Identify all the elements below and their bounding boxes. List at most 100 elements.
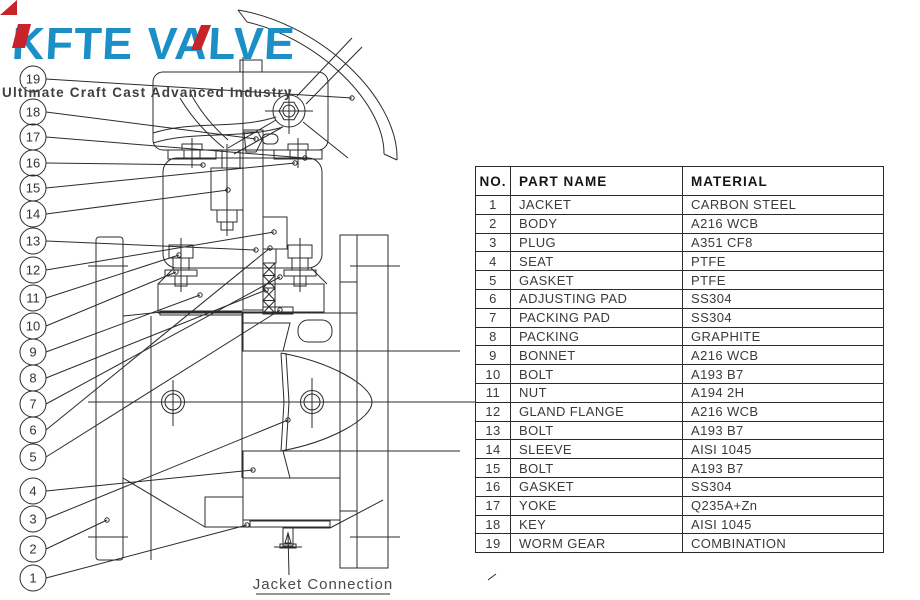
header-material: MATERIAL: [682, 166, 884, 196]
cell-no: 4: [475, 251, 511, 272]
body-bottom: [122, 477, 341, 528]
callout-number: 2: [29, 542, 36, 557]
callout-3: 3: [19, 505, 47, 533]
jacket-connection-label: Jacket Connection: [253, 531, 392, 595]
callout-number: 4: [29, 484, 36, 499]
cell-material: SS304: [682, 307, 884, 328]
callout-19: 19: [19, 65, 47, 93]
cell-part: WORM GEAR: [510, 533, 683, 554]
callout-10: 10: [19, 312, 47, 340]
cell-material: AISI 1045: [682, 514, 884, 535]
cell-no: 2: [475, 213, 511, 234]
cell-no: 1: [475, 195, 511, 215]
cell-part: GLAND FLANGE: [510, 401, 683, 422]
worm-gear-housing: [152, 57, 329, 152]
cell-material: CARBON STEEL: [682, 195, 884, 215]
cell-no: 10: [475, 364, 511, 384]
cell-material: A193 B7: [682, 364, 884, 384]
callout-4: 4: [19, 477, 47, 505]
cell-material: A351 CF8: [682, 232, 884, 253]
header-no: NO.: [475, 166, 511, 196]
cell-part: BOLT: [510, 364, 683, 384]
callout-15: 15: [19, 174, 47, 202]
callout-number: 7: [29, 397, 36, 412]
callout-12: 12: [19, 256, 47, 284]
seat-rings: [242, 322, 291, 479]
cell-part: SLEEVE: [510, 439, 683, 460]
callout-8: 8: [19, 364, 47, 392]
callout-number: 6: [29, 423, 36, 438]
cell-part: JACKET: [510, 195, 683, 215]
handwheel: [179, 9, 398, 161]
cell-part: BODY: [510, 213, 683, 234]
callout-number: 19: [26, 72, 40, 87]
cell-part: BONNET: [510, 345, 683, 366]
cell-no: 15: [475, 458, 511, 478]
callout-number: 1: [29, 571, 36, 586]
callout-13: 13: [19, 227, 47, 255]
callout-11: 11: [19, 284, 47, 312]
cell-material: PTFE: [682, 251, 884, 272]
header-part-name: PART NAME: [510, 166, 683, 196]
cell-material: COMBINATION: [682, 533, 884, 554]
cell-material: A216 WCB: [682, 213, 884, 234]
yoke-bolt-left: [167, 138, 217, 168]
callout-number: 14: [26, 207, 40, 222]
callout-number: 5: [29, 450, 36, 465]
callout-18: 18: [19, 98, 47, 126]
cell-part: BOLT: [510, 458, 683, 478]
callout-9: 9: [19, 338, 47, 366]
callout-1: 1: [19, 564, 47, 592]
callout-number: 11: [26, 291, 40, 306]
callout-17: 17: [19, 123, 47, 151]
leader-lines: [45, 78, 355, 579]
cell-part: KEY: [510, 514, 683, 535]
cell-no: 7: [475, 307, 511, 328]
callout-14: 14: [19, 200, 47, 228]
cell-no: 14: [475, 439, 511, 460]
cell-no: 19: [475, 533, 511, 554]
cell-part: GASKET: [510, 270, 683, 290]
cell-material: A216 WCB: [682, 345, 884, 366]
cell-part: PACKING: [510, 326, 683, 347]
cell-no: 9: [475, 345, 511, 366]
callout-number: 9: [29, 345, 36, 360]
handwheel-spokes: [227, 37, 363, 159]
callout-number: 10: [26, 319, 40, 334]
callout-number: 16: [26, 156, 40, 171]
cell-material: A216 WCB: [682, 401, 884, 422]
cell-part: PLUG: [510, 232, 683, 253]
stem-key: [243, 131, 279, 153]
cell-material: SS304: [682, 476, 884, 497]
cell-part: BOLT: [510, 420, 683, 441]
callout-2: 2: [19, 535, 47, 563]
cell-no: 11: [475, 382, 511, 403]
cell-material: Q235A+Zn: [682, 495, 884, 516]
cell-material: GRAPHITE: [682, 326, 884, 347]
cell-material: SS304: [682, 288, 884, 309]
cell-material: A194 2H: [682, 382, 884, 403]
callout-number: 8: [29, 371, 36, 386]
table-header-row: NO. PART NAME MATERIAL: [475, 166, 884, 196]
callout-5: 5: [19, 443, 47, 471]
callout-balloons: 19 18 17 16 15 14 13 12 11 10 9 8 7 6 5 …: [19, 65, 47, 592]
jacket-plate: [249, 520, 331, 528]
callout-number: 13: [26, 234, 40, 249]
cell-part: NUT: [510, 382, 683, 403]
cell-no: 18: [475, 514, 511, 535]
